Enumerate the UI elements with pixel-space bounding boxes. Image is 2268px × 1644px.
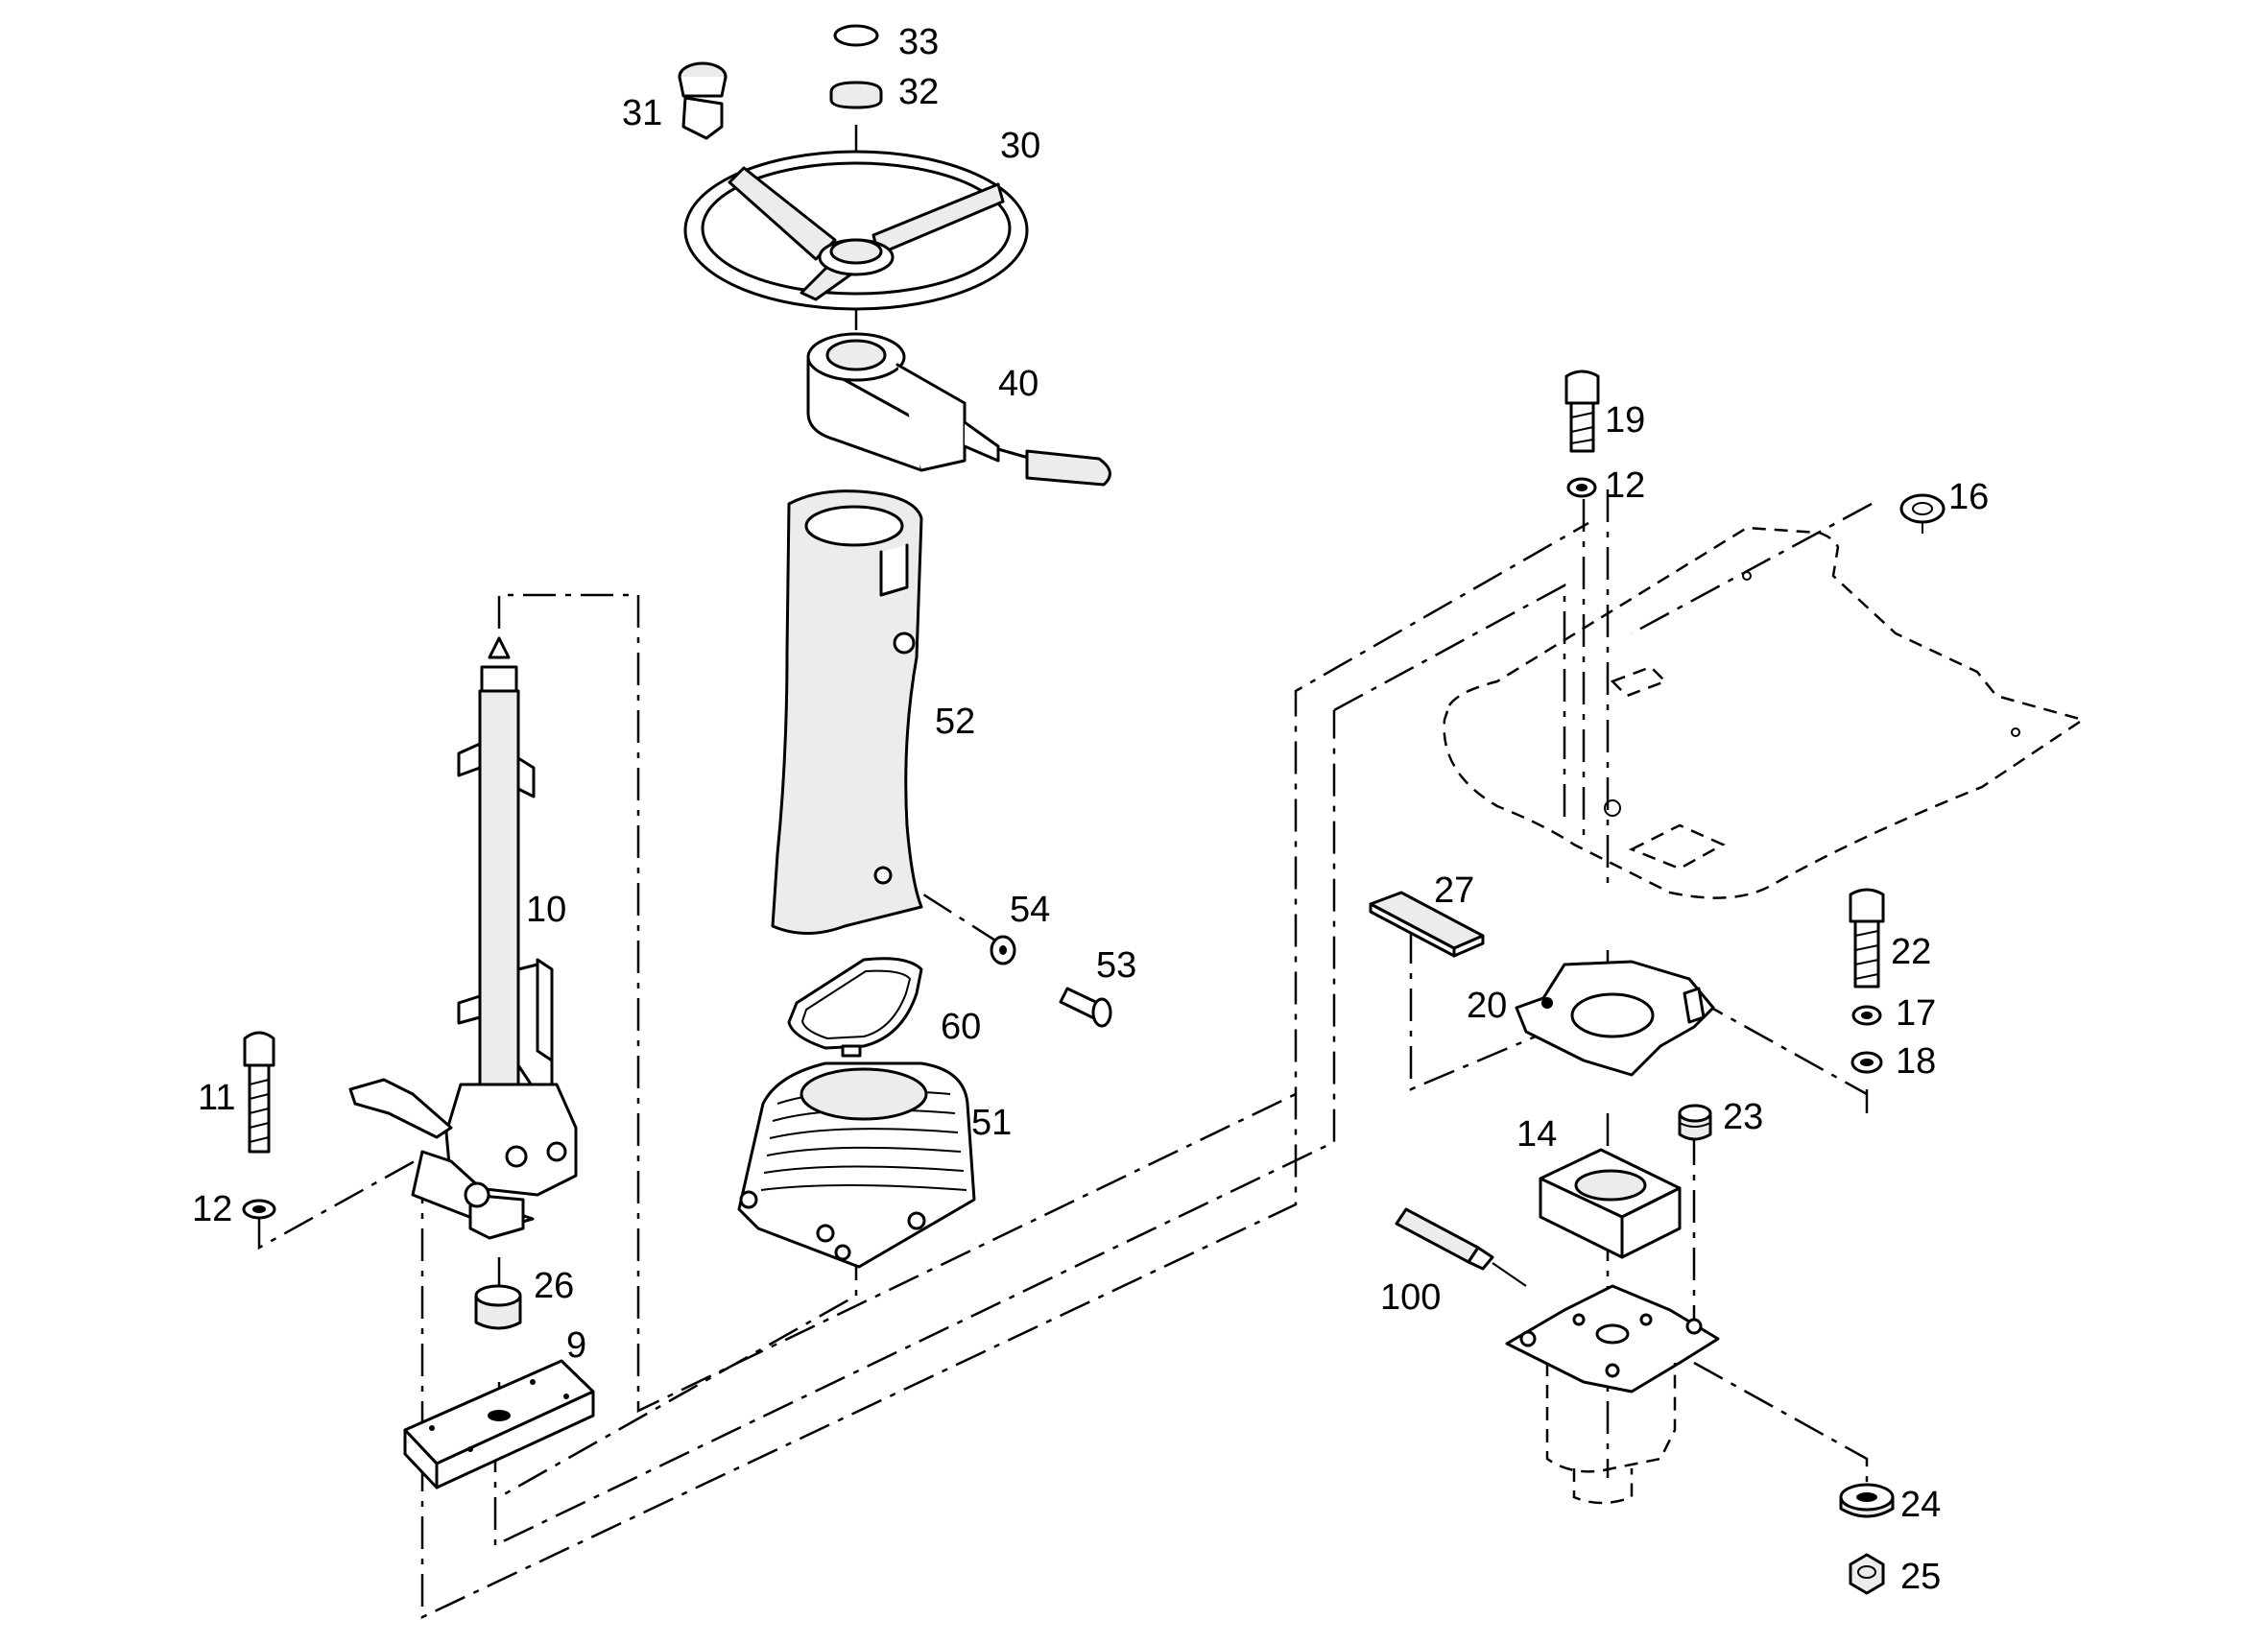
callout-31: 31	[622, 93, 662, 133]
callout-27: 27	[1434, 870, 1474, 911]
part-53-pin	[1059, 987, 1112, 1028]
callout-51: 51	[971, 1103, 1012, 1143]
part-20-bracket	[1515, 960, 1715, 1077]
part-32-cap	[829, 81, 883, 109]
callout-14: 14	[1516, 1114, 1557, 1155]
callout-52: 52	[935, 702, 975, 742]
part-22-bolt-right	[1849, 888, 1885, 989]
callout-23: 23	[1723, 1097, 1763, 1137]
callout-22: 22	[1891, 932, 1931, 972]
callout-10: 10	[526, 890, 566, 930]
part-17-washer	[1851, 1005, 1882, 1026]
part-18-washer	[1850, 1051, 1883, 1074]
callout-30: 30	[1000, 126, 1040, 166]
callout-54: 54	[1010, 890, 1050, 930]
part-12-washer-top	[1566, 477, 1597, 498]
part-52-column-cover	[771, 489, 923, 935]
part-10-steering-column	[348, 636, 578, 1240]
part-23-damper	[1678, 1104, 1712, 1141]
part-26-bushing	[474, 1284, 522, 1330]
part-33-o-ring	[833, 24, 879, 47]
callout-32: 32	[898, 72, 939, 112]
part-40-switch-lever	[806, 332, 1111, 487]
callout-53: 53	[1096, 945, 1136, 986]
part-31-knob	[678, 61, 728, 140]
callout-11: 11	[198, 1078, 235, 1118]
callout-20: 20	[1467, 986, 1507, 1026]
part-60-clamp-ring	[787, 957, 923, 1058]
part-14-block	[1539, 1148, 1682, 1259]
part-11-bolt	[243, 1031, 275, 1154]
callout-17: 17	[1896, 993, 1936, 1034]
callout-9: 9	[566, 1325, 586, 1366]
callout-16: 16	[1948, 477, 1989, 517]
callout-12-top: 12	[1605, 465, 1645, 506]
callout-19: 19	[1605, 400, 1645, 441]
part-25-nut	[1849, 1553, 1885, 1595]
callout-18: 18	[1896, 1041, 1936, 1082]
part-51-bellows-boot	[737, 1061, 976, 1269]
part-9-plate	[403, 1359, 595, 1489]
part-19-bolt-top	[1564, 369, 1600, 453]
steering-unit	[1505, 1284, 1720, 1505]
part-100-adhesive-tube	[1395, 1207, 1527, 1287]
callout-100: 100	[1380, 1277, 1441, 1318]
part-30-steering-wheel	[683, 150, 1029, 311]
floor-plate	[1443, 526, 2086, 899]
callout-25: 25	[1900, 1557, 1941, 1597]
callout-26: 26	[534, 1266, 574, 1306]
callout-24: 24	[1900, 1485, 1941, 1525]
callout-33: 33	[898, 22, 939, 62]
part-16-plug	[1899, 493, 1946, 534]
callout-12-left: 12	[192, 1189, 232, 1229]
part-24-washer	[1839, 1483, 1895, 1518]
callout-40: 40	[998, 364, 1039, 404]
part-12-washer-left	[242, 1199, 276, 1220]
callout-60: 60	[941, 1007, 981, 1047]
part-27-strip	[1369, 891, 1485, 958]
part-54-washer	[990, 935, 1016, 965]
